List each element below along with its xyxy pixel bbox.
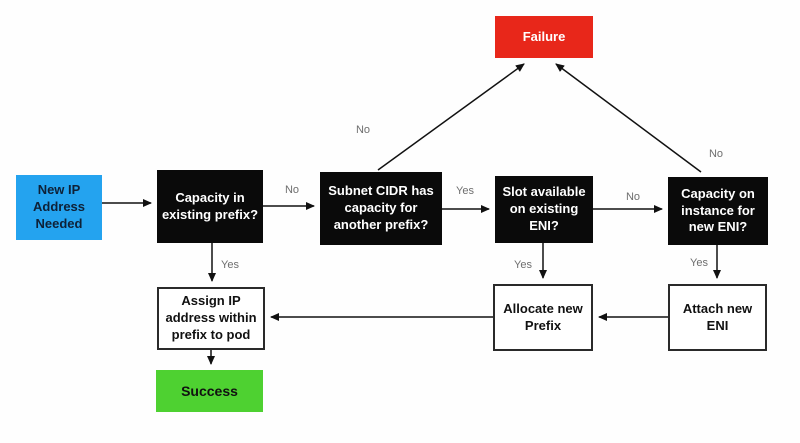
edge-label-q1-yes: Yes	[221, 259, 239, 271]
arrow-q4-to-failure	[555, 63, 702, 173]
start-node-new-ip-needed: New IP Address Needed	[16, 175, 102, 240]
process-attach-new-eni: Attach new ENI	[668, 284, 767, 351]
edge-label-q4-no: No	[708, 148, 724, 160]
edge-label-q2-no: No	[355, 124, 371, 136]
edge-label-q2-yes: Yes	[456, 185, 474, 197]
failure-node: Failure	[495, 16, 593, 58]
arrow-q2-to-failure	[377, 63, 525, 171]
decision-subnet-cidr-capacity: Subnet CIDR has capacity for another pre…	[320, 172, 442, 245]
success-node: Success	[156, 370, 263, 412]
edge-label-q4-yes: Yes	[690, 257, 708, 269]
edge-label-q3-yes: Yes	[514, 259, 532, 271]
process-allocate-new-prefix: Allocate new Prefix	[493, 284, 593, 351]
edge-label-q3-no: No	[625, 191, 641, 203]
decision-capacity-new-eni: Capacity on instance for new ENI?	[668, 177, 768, 245]
process-assign-ip-to-pod: Assign IP address within prefix to pod	[157, 287, 265, 350]
decision-slot-available-eni: Slot available on existing ENI?	[495, 176, 593, 243]
edge-label-q1-no: No	[284, 184, 300, 196]
decision-capacity-existing-prefix: Capacity in existing prefix?	[157, 170, 263, 243]
